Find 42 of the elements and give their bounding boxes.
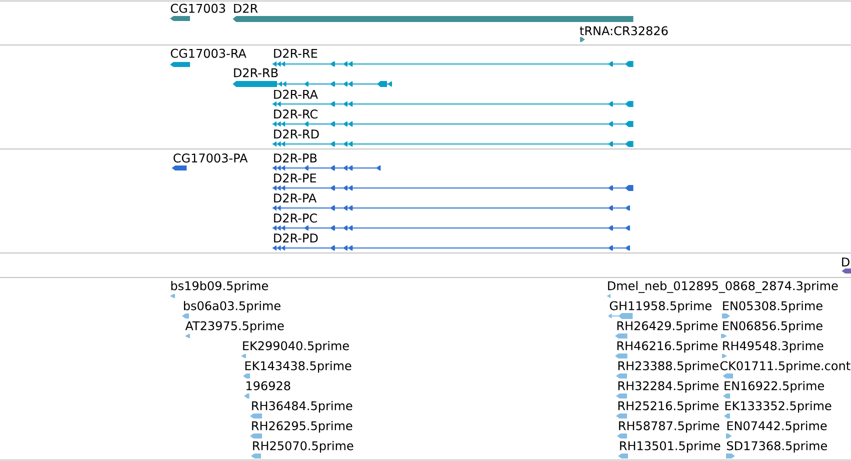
feature-label: EK299040.5prime	[243, 341, 349, 353]
feature-label: EN06856.5prime	[723, 321, 822, 333]
feature-label: GH11958.5prime	[610, 301, 712, 313]
feature-label: EN05308.5prime	[723, 301, 822, 313]
feature-label: D2R-RD	[274, 130, 319, 138]
feature-label: RH25216.5prime	[618, 401, 718, 413]
feature-label: EK133352.5prime	[725, 401, 832, 413]
feature-label: CG17003-PA	[174, 154, 248, 163]
feature-label: EN16922.5prime	[724, 381, 824, 393]
feature-label: bs19b09.5prime	[171, 281, 268, 293]
feature-label: AT23975.5prime	[185, 321, 284, 333]
feature-label: tRNA:CR32826	[580, 26, 668, 36]
feature-label: RH49548.3prime	[723, 341, 824, 353]
feature-label: SD17368.5prime	[727, 441, 827, 453]
feature-label: D2R	[234, 4, 258, 13]
feature-label: RH13501.5prime	[620, 441, 720, 453]
feature-label: CK01711.5prime.cont	[720, 361, 850, 373]
feature-label: D2R-RA	[274, 90, 318, 99]
feature-label: RH23388.5prime	[618, 361, 718, 373]
feature-label: D2R-PC	[274, 214, 317, 223]
feature-label: CG17003-RA	[170, 48, 246, 58]
feature-label: RH46216.5prime	[617, 341, 718, 353]
feature-label: RH36484.5prime	[252, 401, 352, 413]
feature-label: RH25070.5prime	[253, 441, 354, 453]
feature-label: D2R-RC	[274, 110, 318, 119]
feature-label: D	[842, 258, 850, 266]
feature-label: D2R-PD	[274, 234, 318, 242]
feature-label: 196928	[246, 381, 290, 390]
feature-label: EN07442.5prime	[727, 421, 827, 433]
feature-label: D2R-PE	[274, 174, 316, 182]
feature-label: D2R-PA	[274, 194, 317, 202]
feature-label: RH58787.5prime	[619, 421, 720, 433]
feature-label: Dmel_neb_012895_0868_2874.3prime	[608, 281, 838, 293]
feature-label: CG17003	[170, 4, 226, 13]
feature-label: D2R-RE	[274, 48, 318, 58]
feature-label: D2R-RB	[234, 68, 278, 78]
feature-label: RH26295.5prime	[252, 421, 352, 433]
feature-label: bs06a03.5prime	[184, 301, 280, 313]
feature-label: D2R-PB	[274, 154, 317, 162]
feature-label: EK143438.5prime	[245, 361, 352, 373]
feature-label: RH32284.5prime	[618, 381, 718, 393]
feature-label: RH26429.5prime	[617, 321, 718, 333]
